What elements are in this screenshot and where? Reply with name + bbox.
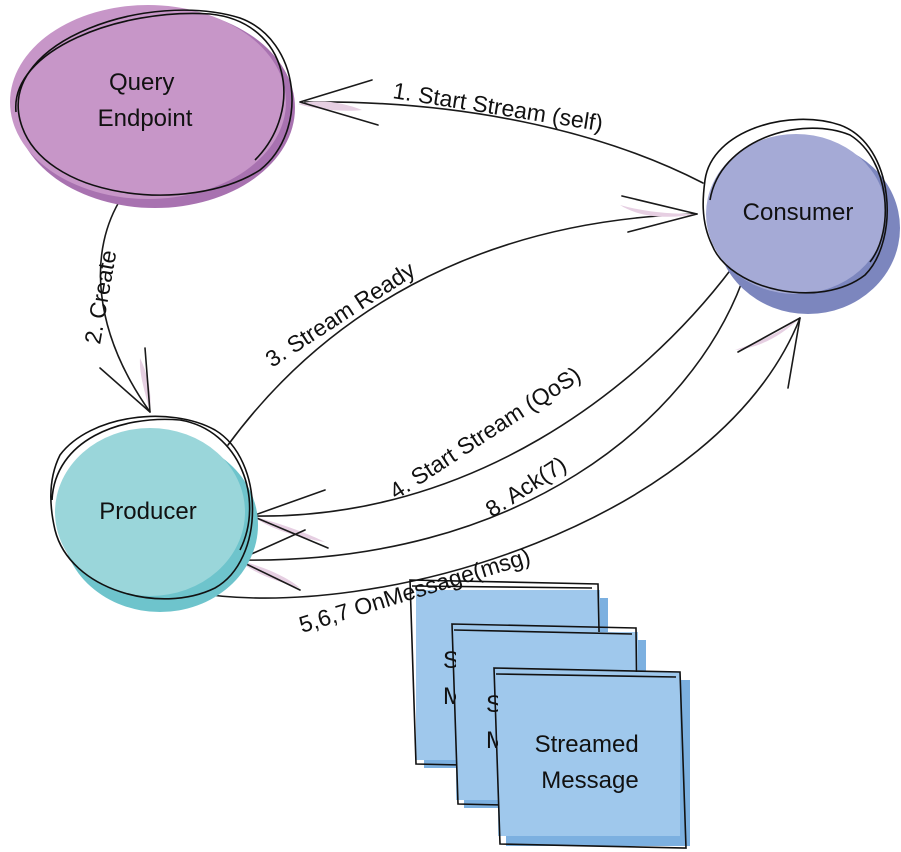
- node-query-endpoint-label: Query Endpoint: [98, 69, 193, 132]
- message-card-front: Streamed Message: [493, 667, 690, 849]
- node-query-endpoint: Query Endpoint: [10, 5, 295, 208]
- label-stream-ready: 3. Stream Ready: [261, 256, 420, 372]
- node-producer-label: Producer: [99, 498, 196, 525]
- edge-create: [99, 196, 151, 413]
- edge-start-stream-qos: [251, 267, 733, 549]
- label-create: 2. Create: [79, 248, 121, 346]
- edge-start-stream-self: [298, 79, 704, 184]
- message-card-front-text: Streamed Message: [535, 731, 646, 794]
- label-start-stream-self: 1. Start Stream (self): [391, 77, 605, 136]
- edge-stream-ready: [227, 195, 698, 446]
- edge-on-message: [189, 317, 801, 599]
- edge-ack: [237, 281, 743, 591]
- node-producer: Producer: [50, 415, 258, 612]
- node-consumer: Consumer: [702, 118, 900, 314]
- node-consumer-label: Consumer: [743, 199, 854, 226]
